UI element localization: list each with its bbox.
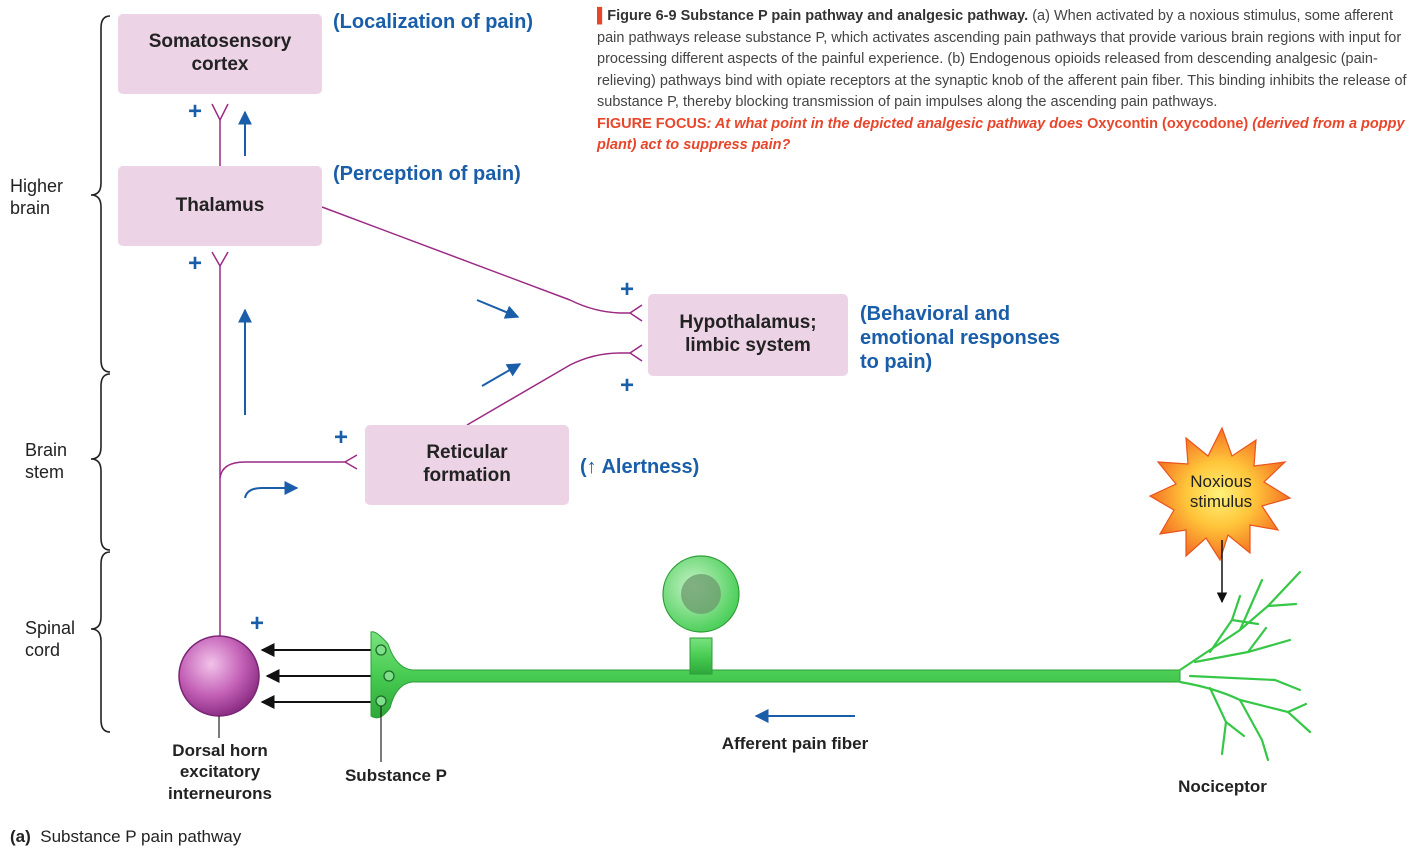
annotation-alertness: (↑ Alertness) xyxy=(580,456,700,478)
figure-caption: ▌Figure 6-9 Substance P pain pathway and… xyxy=(597,6,1419,157)
hypothalamus-label: Hypothalamus; limbic system xyxy=(679,312,817,356)
somatosensory-cortex-label: Somatosensory cortex xyxy=(148,31,292,75)
brace-spinal-cord xyxy=(90,551,111,733)
synaptic-vesicles xyxy=(375,644,395,707)
plus-sign: + xyxy=(334,424,349,451)
noxious-stimulus-burst xyxy=(1148,426,1292,562)
ascending-pathway-lines xyxy=(211,103,643,676)
plus-sign: + xyxy=(188,250,203,277)
panel-label: (a) Substance P pain pathway xyxy=(10,827,241,847)
dorsal-horn-interneuron xyxy=(178,635,260,717)
figure-focus-label: FIGURE FOCUS xyxy=(597,115,707,132)
figure-focus-question-end: (derived from a poppy plant) act to supp… xyxy=(597,115,1405,154)
nociceptor-endings xyxy=(1178,570,1312,762)
annotation-localization: (Localization of pain) xyxy=(333,11,533,33)
caption-marker: ▌ xyxy=(597,8,608,24)
annotation-perception: (Perception of pain) xyxy=(333,163,521,185)
label-pointer-lines xyxy=(218,706,382,762)
hypothalamus-box: Hypothalamus; limbic system xyxy=(648,294,848,376)
plus-sign: + xyxy=(188,98,203,125)
region-label-brain-stem: Brain stem xyxy=(25,440,68,482)
region-label-spinal-cord: Spinal cord xyxy=(25,618,76,660)
substance-p-label: Substance P xyxy=(344,766,448,785)
caption-title: Figure 6-9 Substance P pain pathway and … xyxy=(607,8,1029,24)
thalamus-box: Thalamus xyxy=(118,166,322,246)
substance-p-release-arrows xyxy=(260,643,385,709)
afferent-fiber-label: Afferent pain fiber xyxy=(721,734,869,753)
ascending-direction-arrows xyxy=(238,110,855,723)
figure-focus-drug: Oxycontin (oxycodone) xyxy=(1087,115,1249,132)
plus-sign: + xyxy=(620,276,635,303)
panel-letter: (a) xyxy=(10,827,31,846)
brace-brain-stem xyxy=(90,373,111,551)
afferent-pain-fiber xyxy=(370,555,1181,719)
brace-higher-brain xyxy=(90,15,111,373)
nociceptor-label: Nociceptor xyxy=(1178,777,1267,796)
reticular-formation-box: Reticular formation xyxy=(365,425,569,505)
somatosensory-cortex-box: Somatosensory cortex xyxy=(118,14,322,94)
caption-body: (a) When activated by a noxious stimulus… xyxy=(597,8,1407,110)
plus-sign: + xyxy=(620,372,635,399)
thalamus-label: Thalamus xyxy=(175,194,265,216)
panel-title: Substance P pain pathway xyxy=(40,827,242,846)
noxious-stimulus-label: Noxious stimulus xyxy=(1189,472,1253,512)
region-label-higher-brain: Higher brain xyxy=(10,176,64,218)
reticular-formation-label: Reticular formation xyxy=(423,442,511,486)
dorsal-horn-label: Dorsal horn excitatory interneurons xyxy=(168,741,272,803)
figure-focus: FIGURE FOCUS: At what point in the depic… xyxy=(597,116,1405,154)
annotation-behavioral: (Behavioral and emotional responses to p… xyxy=(860,303,1061,373)
plus-sign: + xyxy=(250,610,265,637)
figure-focus-question-start: : At what point in the depicted analgesi… xyxy=(706,115,1088,132)
